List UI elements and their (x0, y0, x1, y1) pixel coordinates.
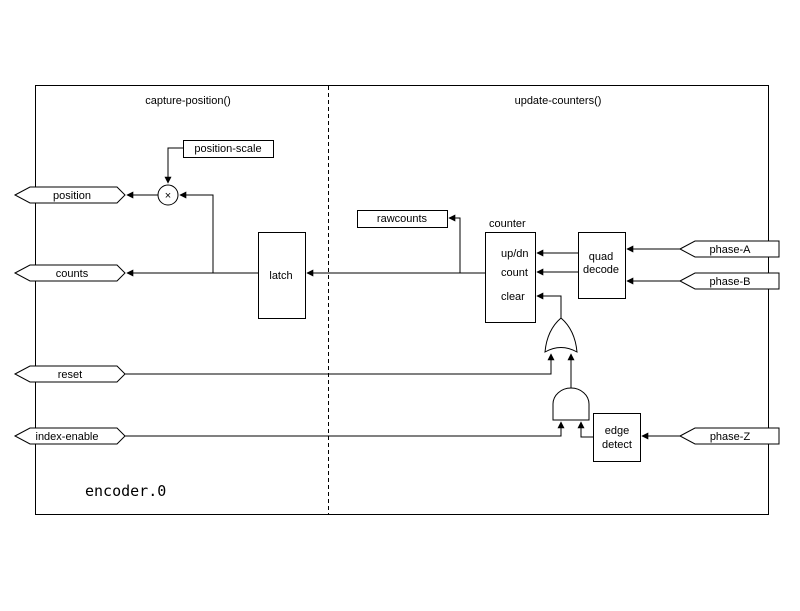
pin-reset-label: reset (58, 369, 82, 381)
quad-decode-label-line2: decode (583, 264, 619, 276)
pin-phase-b-label: phase-B (710, 276, 751, 288)
edge-detect-label-line1: edge (605, 425, 629, 437)
pin-phase-a-label: phase-A (710, 244, 752, 256)
component-border (35, 85, 769, 515)
pin-counts (13, 264, 126, 282)
wire-reset-to-or (125, 353, 555, 375)
quad-decode-label-line1: quad (589, 251, 613, 263)
edge-detect-label-line2: detect (602, 439, 632, 451)
pin-counts-label: counts (56, 268, 89, 280)
rawcounts-box (357, 210, 448, 228)
and-gate (552, 387, 590, 421)
instance-label: encoder.0 (85, 482, 166, 500)
counter-pin-clear-label: clear (501, 291, 525, 303)
wire-edge-detect-to-and (577, 421, 593, 438)
counter-box (485, 232, 536, 323)
section-label-capture-position: capture-position() (145, 95, 231, 107)
rawcounts-label: rawcounts (377, 213, 428, 225)
pin-phase-a (678, 240, 780, 258)
pin-index-enable-label: index-enable (36, 431, 99, 443)
pin-position (13, 186, 126, 204)
pin-reset (13, 365, 126, 383)
pin-index-enable (13, 427, 126, 445)
pin-position-label: position (53, 190, 91, 202)
wire-counts-tap-to-multiply (179, 191, 214, 273)
multiply-node (157, 184, 179, 206)
latch-box (258, 232, 306, 319)
pin-phase-b (678, 272, 780, 290)
latch-label: latch (269, 270, 292, 282)
counter-pin-updn-label: up/dn (501, 248, 529, 260)
wire-index-enable-to-and (125, 421, 565, 437)
wire-scale-to-multiply (164, 147, 183, 184)
section-label-update-counters: update-counters() (515, 95, 602, 107)
quad-decode-box (578, 232, 626, 299)
pin-phase-z (678, 427, 780, 445)
counter-title: counter (489, 218, 526, 230)
position-scale-box (183, 140, 274, 158)
counter-pin-count-label: count (501, 267, 528, 279)
or-gate (544, 317, 578, 353)
position-scale-label: position-scale (194, 143, 261, 155)
pin-phase-z-label: phase-Z (710, 431, 751, 443)
wire-tap-to-rawcounts (448, 214, 461, 273)
multiply-icon: × (165, 190, 171, 202)
edge-detect-box (593, 413, 641, 462)
wire-or-to-clear (536, 292, 562, 318)
